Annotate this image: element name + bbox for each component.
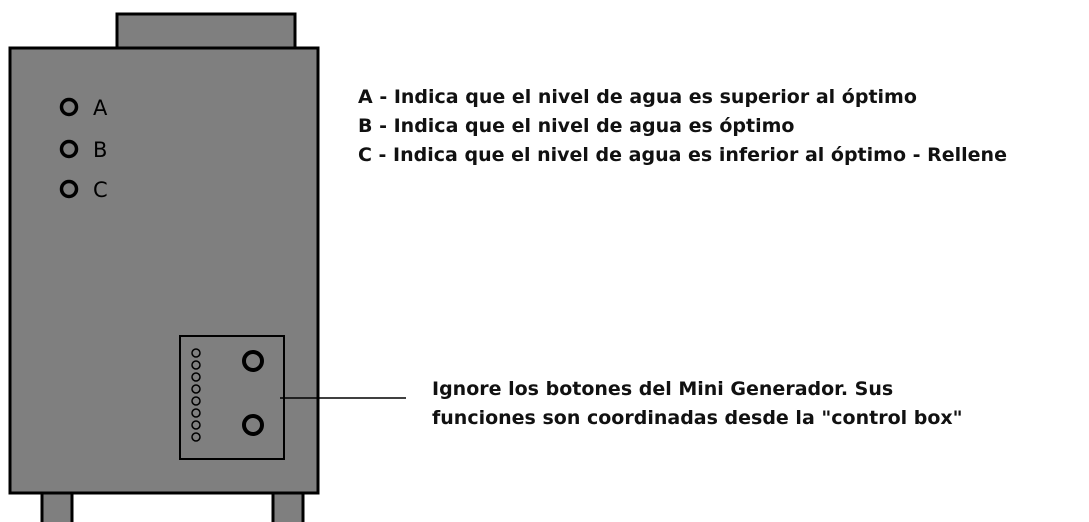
indicator-light-b	[59, 139, 79, 159]
panel-dot	[191, 360, 201, 370]
mini-generator-button-top	[242, 350, 264, 372]
indicator-light-c	[59, 179, 79, 199]
panel-small-dots	[191, 348, 201, 442]
panel-dot	[191, 432, 201, 442]
panel-dot	[191, 348, 201, 358]
mini-generator-note: Ignore los botones del Mini Generador. S…	[432, 375, 963, 433]
panel-dot	[191, 372, 201, 382]
panel-dot	[191, 408, 201, 418]
generator-foot-left	[40, 490, 74, 522]
indicator-letter-b: B	[93, 138, 107, 162]
legend-item-c: C - Indica que el nivel de agua es infer…	[358, 144, 1007, 166]
indicator-light-a	[59, 97, 79, 117]
indicator-legend: A - Indica que el nivel de agua es super…	[358, 83, 1007, 170]
legend-item-a: A - Indica que el nivel de agua es super…	[358, 86, 917, 108]
note-line-2: funciones son coordinadas desde la "cont…	[432, 407, 963, 429]
generator-foot-right	[271, 490, 305, 522]
note-line-1: Ignore los botones del Mini Generador. S…	[432, 378, 894, 400]
panel-dot	[191, 420, 201, 430]
panel-dot	[191, 384, 201, 394]
mini-generator-button-bottom	[242, 414, 264, 436]
legend-item-b: B - Indica que el nivel de agua es óptim…	[358, 115, 795, 137]
indicator-letter-a: A	[93, 96, 108, 120]
generator-top-cap	[115, 12, 297, 50]
panel-dot	[191, 396, 201, 406]
indicator-letter-c: C	[93, 178, 108, 202]
